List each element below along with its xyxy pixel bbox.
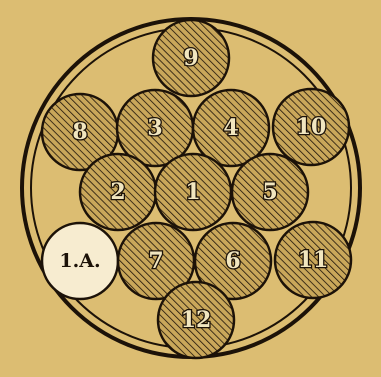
disc-group: 9 8 3 4 10 2 1 5 1.A. 7 6 11 12 [42, 20, 351, 358]
disc-10: 10 [273, 89, 349, 165]
disc-5: 5 [232, 154, 308, 230]
disc-label: 7 [148, 248, 163, 274]
disc-1: 1 [155, 154, 231, 230]
disc-label: 6 [225, 248, 240, 274]
disc-label: 10 [296, 114, 327, 140]
disc-label: 1.A. [59, 250, 100, 272]
disc-2: 2 [80, 154, 156, 230]
disc-label: 12 [181, 307, 212, 333]
disc-label: 9 [183, 45, 198, 71]
disc-label: 5 [262, 179, 277, 205]
disc-label: 11 [298, 247, 329, 273]
disc-label: 1 [185, 179, 200, 205]
disc-label: 8 [72, 119, 87, 145]
disc-label: 3 [147, 115, 162, 141]
disc-12: 12 [158, 282, 234, 358]
disc-label: 4 [223, 115, 238, 141]
disc-11: 11 [275, 222, 351, 298]
disc-9: 9 [153, 20, 229, 96]
disc-1a: 1.A. [42, 223, 118, 299]
disc-label: 2 [110, 179, 125, 205]
